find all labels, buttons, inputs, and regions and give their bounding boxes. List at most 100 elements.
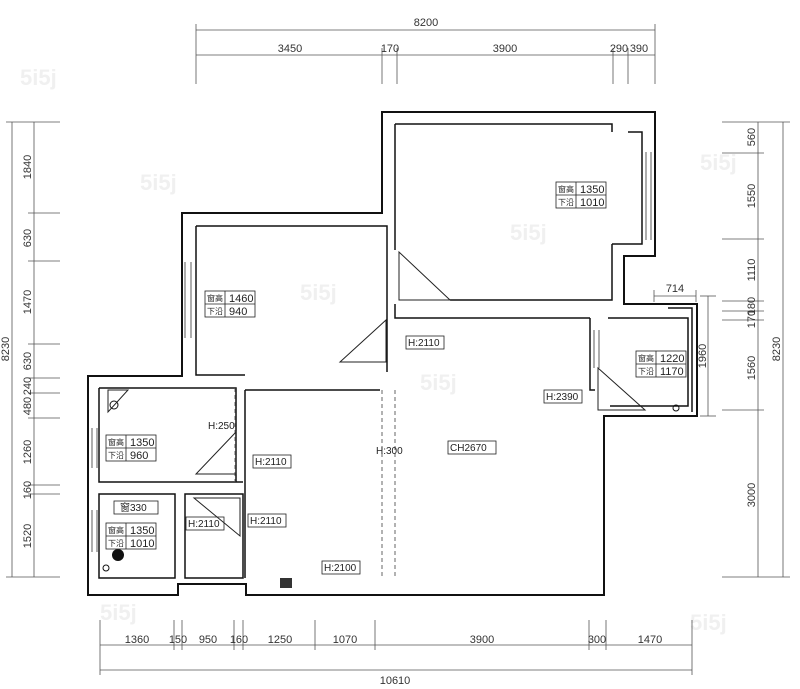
window-tag-value: 1220: [660, 353, 684, 365]
dim-bottom: 300: [588, 634, 606, 646]
window-tag-bedroom-main: 窗高 1350 下沿 1010: [555, 181, 607, 209]
left-dimension-lines: [6, 121, 60, 578]
ceiling-height-label: CH2670: [450, 443, 487, 454]
watermark: 5i5j: [510, 220, 547, 245]
dim-bottom: 3900: [470, 634, 494, 646]
dim-bottom-total: 10610: [380, 675, 411, 687]
outer-walls: [87, 111, 698, 596]
dim-left: 1520: [22, 524, 34, 548]
top-dimension-text: 8200 3450 170 3900 290 390: [278, 17, 648, 55]
kitchen-corner-fixture: [107, 389, 130, 414]
openings: [234, 388, 396, 578]
label-boxes: [113, 335, 583, 575]
door-kitchen: [194, 430, 237, 475]
dim-balcony-width: 714: [666, 283, 684, 295]
watermark: 5i5j: [100, 600, 137, 625]
window-tag-value: 940: [229, 306, 247, 318]
dim-left: 480: [22, 397, 34, 415]
window-tag-label: 窗高: [638, 353, 654, 363]
dim-right: 1560: [746, 356, 758, 380]
dim-bottom: 1360: [125, 634, 149, 646]
height-label: H:2390: [546, 392, 579, 403]
window-tag-label: 下沿: [108, 539, 124, 548]
dim-right-total: 8230: [771, 337, 783, 361]
entry-threshold: [280, 578, 292, 588]
dim-top: 3900: [493, 43, 517, 55]
height-label: H:300: [376, 446, 403, 457]
fixture-icon: [672, 404, 680, 412]
height-labels: H:2110 H:2390 H:300 CH2670 H:250 H:2110 …: [120, 338, 579, 574]
dim-right: 180: [746, 297, 758, 315]
dim-bottom: 1470: [638, 634, 662, 646]
watermark: 5i5j: [690, 610, 727, 635]
window-tag-value: 1170: [660, 366, 684, 378]
dim-right: 3000: [746, 483, 758, 507]
window-tag-label: 下沿: [638, 367, 654, 376]
dim-top-total: 8200: [414, 17, 438, 29]
dim-left-total: 8230: [0, 337, 12, 361]
window-tag-label: 窗高: [108, 437, 124, 447]
window-tag-label: 窗高: [108, 525, 124, 535]
door-bedroom: [398, 250, 452, 301]
dim-left: 630: [22, 229, 34, 247]
window-tag-value: 1350: [130, 437, 154, 449]
dim-top: 290: [610, 43, 628, 55]
window-tag-value: 960: [130, 450, 148, 462]
doors: [107, 250, 647, 538]
watermark: 5i5j: [420, 370, 457, 395]
height-label: H:2110: [255, 457, 287, 468]
dim-right: 1110: [746, 259, 758, 282]
window-tag-label: 下沿: [558, 198, 574, 207]
dim-top: 390: [630, 43, 648, 55]
right-dimension-lines: [653, 121, 790, 578]
window-tag-value: 1460: [229, 293, 253, 305]
dim-left: 160: [22, 481, 34, 499]
dim-left: 1840: [22, 155, 34, 179]
watermarks: 5i5j 5i5j 5i5j 5i5j 5i5j 5i5j 5i5j 5i5j: [20, 65, 737, 635]
dim-left: 1260: [22, 440, 34, 464]
door-bedroom-small: [338, 318, 387, 363]
bath-window-label: 窗330: [120, 501, 147, 514]
dim-bottom: 1250: [268, 634, 292, 646]
dim-right: 1550: [746, 184, 758, 208]
height-label: H:2100: [324, 563, 357, 574]
dim-bottom: 1070: [333, 634, 357, 646]
dim-bottom: 950: [199, 634, 217, 646]
window-tag-label: 窗高: [207, 293, 223, 303]
window-tag-bath: 窗高 1350 下沿 1010: [105, 522, 157, 550]
height-label: H:250: [208, 421, 235, 432]
dim-right: 170: [746, 310, 758, 328]
inner-walls: [98, 123, 693, 579]
dim-left: 1470: [22, 290, 34, 314]
height-label: H:2110: [250, 516, 282, 527]
dim-bottom: 160: [230, 634, 248, 646]
bottom-dimension-lines: [99, 620, 693, 675]
window-tag-label: 窗高: [558, 184, 574, 194]
window-tag-value: 1010: [580, 197, 604, 209]
window-tag-balcony: 窗高 1220 下沿 1170: [635, 350, 687, 378]
dim-left: 630: [22, 352, 34, 370]
dim-top: 3450: [278, 43, 302, 55]
watermark: 5i5j: [20, 65, 57, 90]
window-tag-bedroom-small: 窗高 1460 下沿 940: [204, 290, 256, 318]
sink-icon: [109, 400, 119, 410]
dim-left: 240: [22, 377, 34, 395]
window-tag-label: 下沿: [108, 451, 124, 460]
left-dimension-text: 1840 630 1470 630 240 480 1260 160 1520 …: [0, 155, 34, 548]
drain-icon: [112, 549, 124, 561]
dim-bottom: 150: [169, 634, 187, 646]
bottom-dimension-text: 1360 150 950 160 1250 1070 3900 300 1470…: [125, 634, 662, 687]
watermark: 5i5j: [140, 170, 177, 195]
height-label: H:2110: [188, 519, 220, 530]
dim-top: 170: [381, 43, 399, 55]
watermark: 5i5j: [300, 280, 337, 305]
right-dimension-text: 560 1550 1110 180 170 1560 3000 8230 196…: [666, 128, 783, 507]
window-tag-value: 1350: [580, 184, 604, 196]
windows: [91, 152, 652, 552]
window-tag-kitchen: 窗高 1350 下沿 960: [105, 434, 157, 462]
window-tag-label: 下沿: [207, 307, 223, 316]
height-label: H:2110: [408, 338, 440, 349]
top-dimension-lines: [195, 24, 656, 84]
window-tag-value: 1010: [130, 538, 154, 550]
